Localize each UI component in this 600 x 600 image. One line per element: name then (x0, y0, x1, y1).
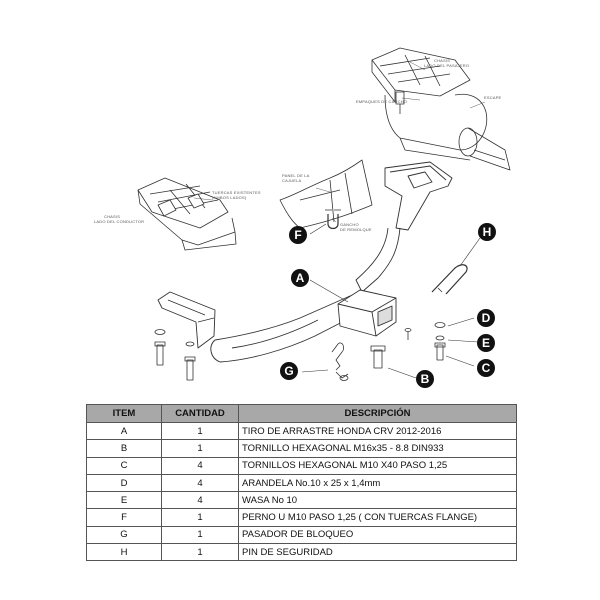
bolt-washers-left (154, 329, 196, 381)
bolt-washers-right (434, 322, 446, 361)
cell-item: G (86, 525, 162, 545)
callout-H: H (478, 223, 496, 241)
cell-item: H (86, 543, 162, 562)
label-tuercas-2: (AMBOS LADOS) (212, 195, 247, 200)
svg-text:F: F (294, 228, 301, 242)
label-chasis-conductor-2: LADO DEL CONDUCTOR (94, 219, 144, 224)
u-bolt-part (327, 214, 339, 230)
svg-text:H: H (483, 225, 492, 239)
svg-text:D: D (482, 311, 491, 325)
cell-item: F (86, 508, 162, 527)
cell-desc: TORNILLO HEXAGONAL M16x35 - 8.8 DIN933 (238, 439, 517, 458)
table-row: D 4 ARANDELA No.10 x 25 x 1,4mm (86, 473, 517, 493)
locking-pin-drawing (331, 342, 349, 381)
table-row: E 4 WASA No 10 (86, 491, 517, 510)
cell-desc: TORNILLOS HEXAGONAL M10 X40 PASO 1,25 (238, 456, 517, 475)
svg-text:C: C (482, 361, 491, 375)
parts-table: ITEM CANTIDAD DESCRIPCIÓN A 1 TIRO DE AR… (86, 404, 517, 562)
cell-desc: PIN DE SEGURIDAD (238, 543, 517, 562)
cell-item: A (86, 421, 162, 441)
svg-text:A: A (296, 271, 305, 285)
callout-D: D (477, 309, 495, 327)
callout-E: E (477, 334, 495, 352)
callout-F: F (289, 226, 307, 244)
table-row: G 1 PASADOR DE BLOQUEO (86, 525, 517, 545)
cell-item: E (86, 491, 162, 510)
svg-text:E: E (482, 336, 490, 350)
table-row: F 1 PERNO U M10 PASO 1,25 ( CON TUERCAS … (86, 508, 517, 527)
svg-text:G: G (284, 364, 293, 378)
cell-item: D (86, 473, 162, 493)
header-cantidad: CANTIDAD (161, 404, 239, 423)
label-empaques: EMPAQUES DE CAUCHO (356, 99, 407, 104)
cell-qty: 1 (161, 421, 239, 441)
callout-G: G (280, 362, 298, 380)
cell-desc: WASA No 10 (238, 491, 517, 510)
label-tuercas-1: TUERCAS EXISTENTES (212, 190, 261, 195)
exhaust-drawing (458, 127, 511, 171)
cell-qty: 1 (161, 439, 239, 458)
trunk-panel-drawing (279, 159, 373, 230)
table-row: B 1 TORNILLO HEXAGONAL M16x35 - 8.8 DIN9… (86, 439, 517, 458)
cell-item: C (86, 456, 162, 475)
cell-qty: 1 (161, 543, 239, 562)
bolt-b-drawing (370, 328, 412, 369)
hitch-drawing (157, 161, 453, 363)
label-chasis-pasajero-2: LADO DEL PASAJERO (424, 63, 469, 68)
table-header-row: ITEM CANTIDAD DESCRIPCIÓN (86, 404, 517, 423)
cell-qty: 1 (161, 525, 239, 545)
label-panel-1: PANEL DE LA (282, 173, 310, 178)
table-row: H 1 PIN DE SEGURIDAD (86, 543, 517, 562)
cell-qty: 4 (161, 456, 239, 475)
safety-pin-drawing (431, 264, 468, 295)
cell-qty: 4 (161, 491, 239, 510)
callout-B: B (416, 370, 434, 388)
cell-item: B (86, 439, 162, 458)
label-gancho-1: GANCHO (340, 222, 359, 227)
cell-qty: 1 (161, 508, 239, 527)
cell-desc: PASADOR DE BLOQUEO (238, 525, 517, 545)
label-chasis-conductor-1: CHASIS (104, 214, 120, 219)
table-row: C 4 TORNILLOS HEXAGONAL M10 X40 PASO 1,2… (86, 456, 517, 475)
driver-chassis-drawing (137, 177, 237, 251)
cell-desc: TIRO DE ARRASTRE HONDA CRV 2012-2016 (238, 421, 517, 441)
callout-A: A (291, 269, 309, 287)
svg-text:B: B (421, 372, 430, 386)
header-item: ITEM (86, 404, 162, 423)
header-descripcion: DESCRIPCIÓN (238, 404, 517, 423)
cell-desc: PERNO U M10 PASO 1,25 ( CON TUERCAS FLAN… (238, 508, 517, 527)
label-escape: ESCAPE (484, 95, 502, 100)
cell-qty: 4 (161, 473, 239, 493)
cell-desc: ARANDELA No.10 x 25 x 1,4mm (238, 473, 517, 493)
callout-C: C (477, 359, 495, 377)
diagram-labels: CHASIS LADO DEL PASAJERO EMPAQUES DE CAU… (94, 58, 502, 232)
label-panel-2: CAJUELA (282, 178, 302, 183)
label-chasis-pasajero-1: CHASIS (434, 58, 450, 63)
label-gancho-2: DE REMOLQUE (340, 227, 372, 232)
table-row: A 1 TIRO DE ARRASTRE HONDA CRV 2012-2016 (86, 421, 517, 441)
passenger-chassis-drawing (371, 47, 511, 171)
installation-diagram: CHASIS LADO DEL PASAJERO EMPAQUES DE CAU… (94, 47, 511, 388)
